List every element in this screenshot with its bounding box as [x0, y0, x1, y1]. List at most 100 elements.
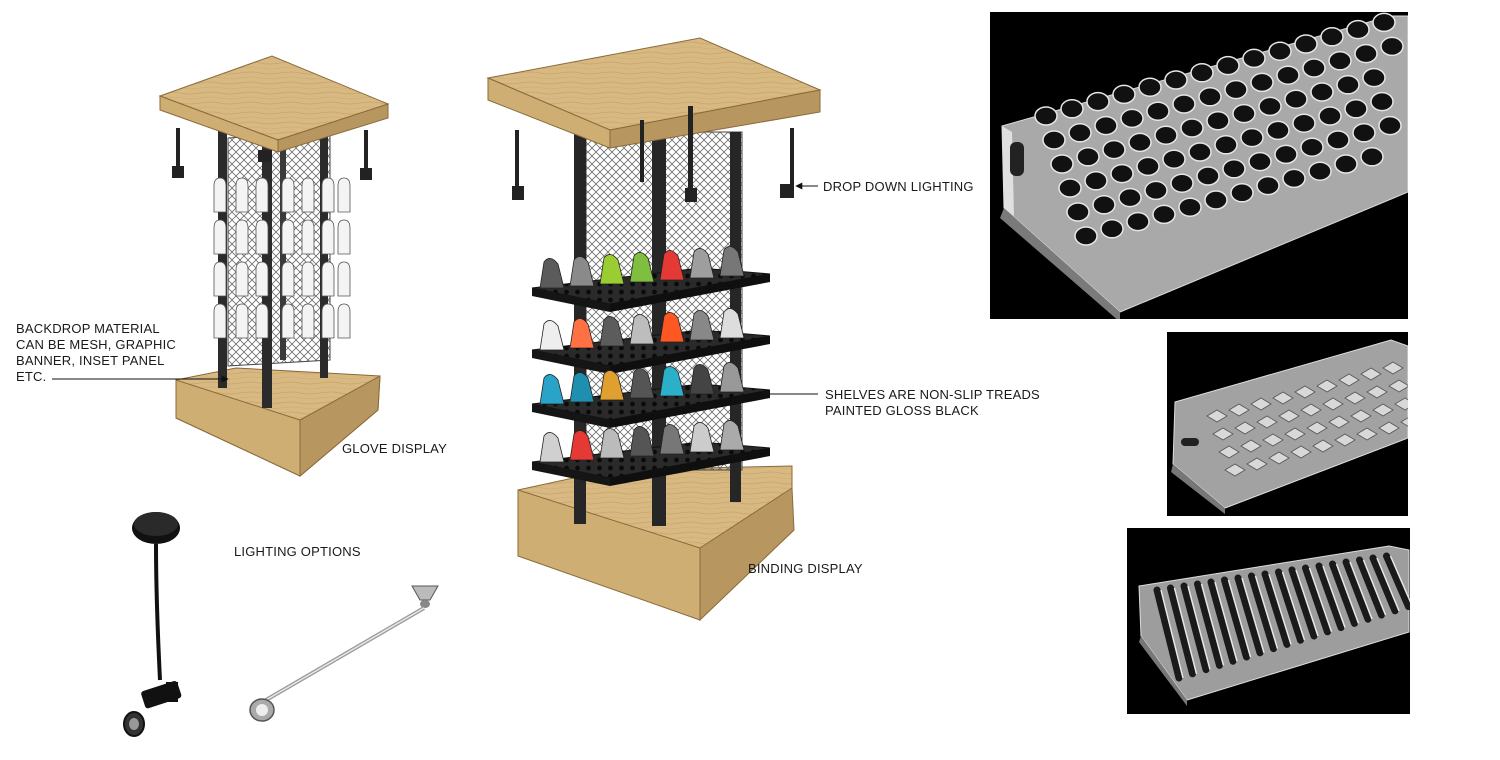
snowboard-binding	[569, 318, 595, 349]
glove-display-label: GLOVE DISPLAY	[342, 441, 447, 456]
tread-hole	[1284, 89, 1308, 109]
tread-hole	[1352, 123, 1376, 143]
tread-hole	[1308, 161, 1332, 181]
glove	[213, 177, 227, 213]
diamond-grip	[1306, 421, 1328, 435]
glove-display-illustration	[158, 55, 390, 478]
shelf-edge	[610, 274, 770, 312]
tread-slot	[1342, 558, 1372, 623]
tread-hole	[1224, 79, 1248, 100]
snowboard-binding	[659, 312, 685, 343]
glove	[213, 261, 227, 297]
tread-slot	[1234, 574, 1264, 657]
diamond-grip	[1334, 433, 1356, 447]
tread-hole	[1320, 27, 1344, 47]
tread-hole	[1188, 142, 1212, 162]
tread-hole	[1180, 118, 1204, 138]
tread-hole	[1066, 202, 1090, 222]
diamond-grip	[1378, 421, 1400, 435]
glove	[255, 303, 269, 339]
snowboard-binding	[539, 320, 565, 351]
tread-slot-edge	[1322, 565, 1346, 628]
tread-hole	[1336, 75, 1360, 95]
tread-hole	[1154, 125, 1178, 145]
tread-slot	[1194, 580, 1223, 669]
tread-hole	[1102, 139, 1126, 160]
tread-slot	[1207, 578, 1237, 665]
glove	[337, 219, 351, 255]
diamond-grip	[1360, 367, 1382, 381]
diamond-grip	[1224, 463, 1246, 477]
backdrop-note-line-2: CAN BE MESH, GRAPHIC	[16, 337, 177, 352]
tread-hole	[1110, 163, 1134, 184]
snowboard-binding	[629, 252, 655, 283]
tread-slot	[1180, 582, 1210, 674]
snowboard-binding	[659, 424, 685, 455]
tread-slot-edge	[1295, 569, 1319, 637]
glove	[321, 261, 335, 297]
diamond-grip	[1256, 415, 1278, 429]
tread-hole	[1092, 195, 1116, 215]
diamond-grip	[1272, 391, 1294, 405]
tread-slot-edge	[1268, 573, 1292, 645]
tread-hole	[1162, 149, 1186, 169]
binding-display-label: BINDING DISPLAY	[748, 561, 863, 576]
snowboard-binding	[599, 254, 625, 285]
snowboard-binding	[629, 426, 655, 457]
snowboard-binding	[689, 310, 715, 341]
shelf-edge	[610, 336, 770, 374]
glove	[235, 303, 249, 339]
diamond-grip	[1240, 439, 1262, 453]
tread-hole	[1058, 178, 1082, 198]
tread-slot-edge	[1173, 587, 1198, 674]
tread-slot	[1248, 572, 1277, 653]
tread-slot	[1383, 552, 1410, 611]
binding-display-illustration	[486, 37, 822, 622]
tread-hole	[1042, 130, 1066, 150]
tread-hole	[1326, 130, 1350, 150]
tread-hole	[1198, 87, 1222, 107]
tread-slot-edge	[1187, 585, 1211, 670]
shelf-edge	[532, 404, 610, 428]
tread-slot-edge	[1349, 561, 1373, 620]
tread-slot	[1261, 570, 1291, 648]
tread-hole	[1266, 120, 1290, 141]
diamond-grip	[1268, 451, 1290, 465]
diamond-grip	[1366, 385, 1388, 399]
snowboard-binding	[599, 370, 625, 401]
tread-hole	[1100, 219, 1124, 239]
glove	[255, 261, 269, 297]
tread-hole	[1074, 226, 1098, 246]
snowboard-binding	[689, 364, 715, 395]
diamond-tread-graphic	[1171, 339, 1408, 514]
glove	[337, 261, 351, 297]
tread-hole	[1282, 168, 1306, 189]
diamond-grip	[1228, 403, 1250, 417]
diamond-grip	[1218, 445, 1240, 459]
tread-hole	[1216, 55, 1240, 76]
snowboard-binding	[659, 366, 685, 397]
tread-hole	[1292, 113, 1316, 133]
tread-slot	[1315, 562, 1345, 632]
snowboard-binding	[719, 420, 745, 451]
tread-hole	[1086, 91, 1110, 112]
slotted-tread-graphic	[1138, 545, 1410, 706]
tread-hole	[1126, 211, 1150, 232]
tread-slot-edge	[1214, 581, 1238, 662]
tread-hole	[1144, 180, 1168, 201]
snowboard-binding	[569, 430, 595, 461]
glove	[301, 261, 315, 297]
tread-hole	[1334, 154, 1358, 174]
tread-slot	[1275, 568, 1304, 644]
bindings-group	[539, 246, 745, 463]
diamond-grip	[1388, 379, 1408, 393]
tread-hole	[1250, 72, 1274, 93]
diamond-grip	[1322, 397, 1344, 411]
tread-hole	[1146, 101, 1170, 121]
tread-hole	[1164, 70, 1188, 90]
tread-handle-slot	[1010, 142, 1024, 176]
glove	[301, 177, 315, 213]
tread-slot-edge	[1389, 555, 1410, 603]
glove	[281, 303, 295, 339]
tread-slot-edge	[1308, 567, 1333, 633]
